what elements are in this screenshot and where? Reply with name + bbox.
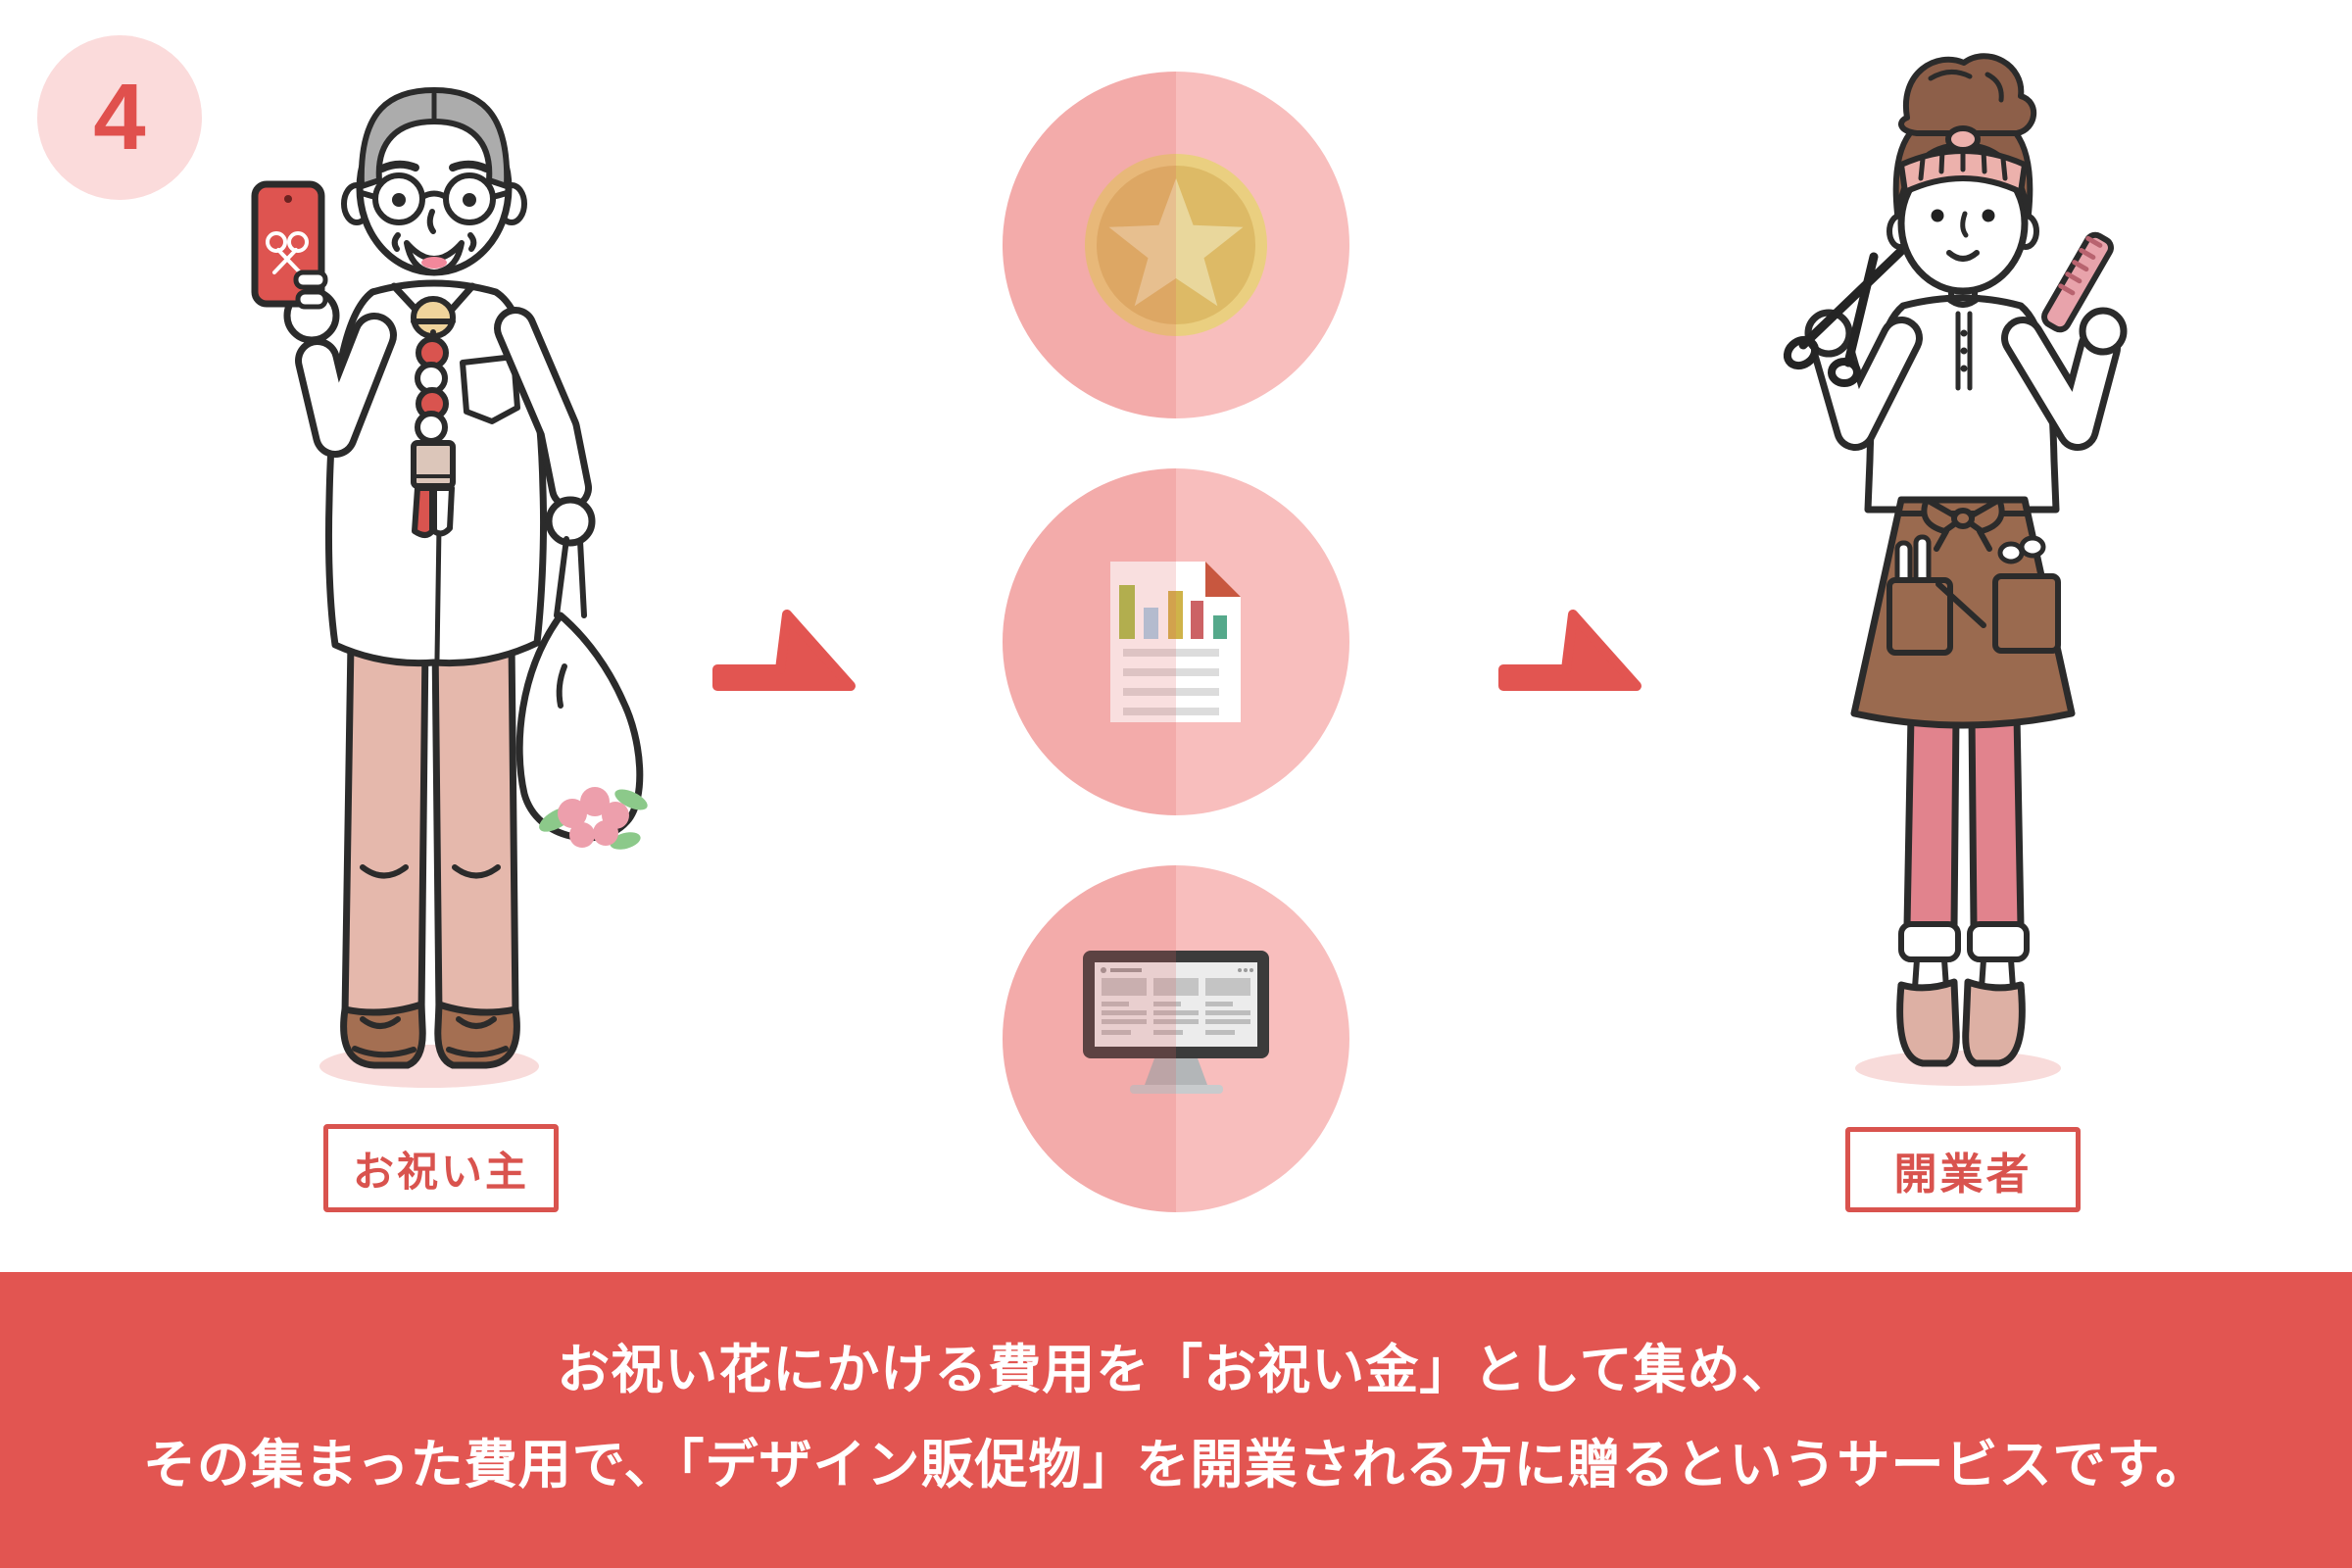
step-number-badge: 4 [37,35,202,200]
woman-leggings [1903,711,2025,930]
man-shoes [340,1001,520,1069]
woman-apron [1850,496,2076,729]
man-arm-with-phone [251,180,397,458]
man-head [341,87,527,276]
man-gray-hair [358,87,511,189]
flow-circle-coin [1003,72,1349,418]
receiver-label: 開業者 [1845,1127,2081,1212]
desktop-monitor-icon [1083,951,1269,1094]
monitor-stand [1145,1058,1207,1085]
flow-circle-monitor [1003,865,1349,1212]
banner-line-2: その集まった費用で、「デザイン販促物」を開業される方に贈るというサービスです。 [142,1436,2210,1494]
flower-bouquet [539,787,648,850]
receiver-label-text: 開業者 [1893,1150,2033,1199]
man-glasses [359,172,510,225]
woman-ground-shadow [1855,1051,2061,1086]
man-festive-tie [411,296,456,538]
celebrant-man-illustration [251,87,648,1088]
folded-corner [1205,562,1241,597]
comb-icon [2041,231,2114,333]
woman-boots [1896,978,2026,1067]
ribbon-icon [266,231,309,274]
man-pants [341,638,519,1018]
shop-owner-woman-illustration [1783,53,2128,1086]
scissors-icon [1783,246,1906,387]
arrow-right-2-icon [1498,610,1642,691]
man-arm-with-bag [494,307,648,850]
step-number: 4 [93,65,146,170]
woman-socks [1898,921,2030,991]
woman-head [1886,53,2039,299]
document-bar-chart-icon [1110,562,1241,722]
woman-smile [1946,250,1980,262]
woman-arms [1804,307,2128,451]
giver-label-text: お祝い主 [352,1148,529,1195]
flow-circle-document [1003,468,1349,815]
giver-label: お祝い主 [323,1124,559,1212]
headband-knot [1945,125,1981,153]
banner-line-1: お祝い花にかける費用を「お祝い金」として集め、 [557,1341,1795,1399]
gold-coin-star-icon [1085,154,1267,336]
star-shape [1108,178,1244,307]
description-banner: お祝い花にかける費用を「お祝い金」として集め、 その集まった費用で、「デザイン販… [0,1272,2352,1568]
woman-hair-bun [1898,53,2037,136]
arrow-right-1-icon [712,610,856,691]
